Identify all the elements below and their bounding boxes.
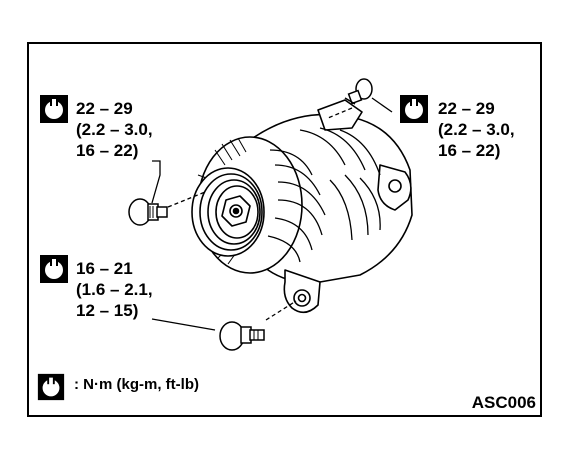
spec-line-1: 16 – 21	[76, 259, 133, 278]
rear-mount-ear	[377, 164, 412, 211]
spec-line-3: 16 – 22)	[438, 141, 501, 160]
spec-line-3: 12 – 15)	[76, 301, 139, 320]
legend: : N·m (kg-m, ft-lb)	[36, 372, 199, 406]
spec-line-2: (1.6 – 2.1,	[76, 280, 153, 299]
spec-line-3: 16 – 22)	[76, 141, 139, 160]
torque-wrench-icon	[40, 255, 68, 283]
vent-ribs	[267, 127, 381, 263]
torque-wrench-icon	[400, 95, 428, 123]
bolt-front-upper	[128, 198, 168, 226]
spec-line-2: (2.2 – 3.0,	[76, 120, 153, 139]
torque-wrench-icon	[37, 373, 65, 401]
leader-lower-left	[151, 318, 216, 331]
spec-line-2: (2.2 – 3.0,	[438, 120, 515, 139]
spec-line-1: 22 – 29	[76, 99, 133, 118]
lower-mount-ear	[283, 269, 321, 314]
spec-line-1: 22 – 29	[438, 99, 495, 118]
bolt-top	[344, 78, 373, 105]
leader-lines	[151, 97, 393, 331]
torque-wrench-icon	[40, 95, 68, 123]
legend-text: : N·m (kg-m, ft-lb)	[74, 376, 199, 393]
diagram-frame	[27, 42, 542, 417]
bolt-lower	[219, 321, 265, 351]
top-mount-boss	[317, 99, 363, 131]
figure-code: ASC006	[471, 393, 536, 412]
leader-upper-left	[151, 160, 161, 204]
leader-upper-right	[371, 97, 393, 113]
